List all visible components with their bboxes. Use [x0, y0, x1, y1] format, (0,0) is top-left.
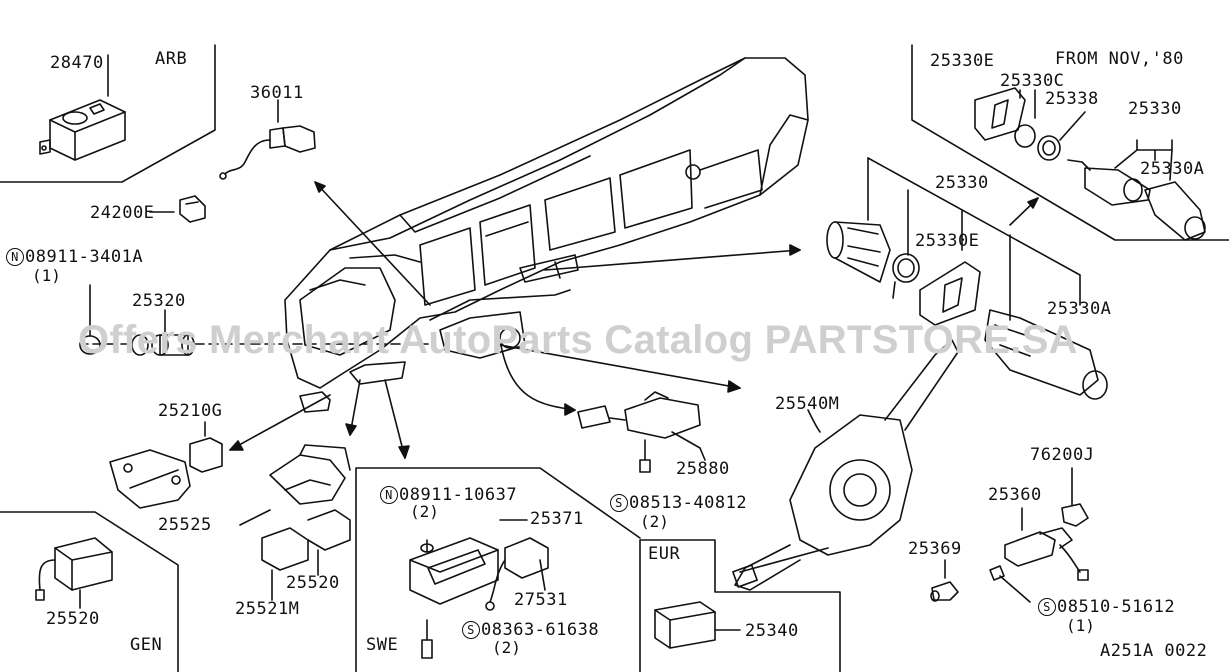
part-number-25330c: 25330C — [1000, 71, 1065, 91]
part-number-24200e: 24200E — [90, 203, 155, 223]
part-number-25330-top: 25330 — [1128, 99, 1182, 119]
part-number-25520-gen: 25520 — [46, 609, 100, 629]
section-label-swe: SWE — [366, 635, 399, 655]
clip-24200e — [149, 195, 206, 223]
clip-76200j — [1061, 467, 1089, 527]
quantity-08513-40812: (2) — [640, 512, 669, 531]
gen-frame — [0, 511, 179, 672]
relay-bracket-25210g — [109, 391, 331, 509]
figure-code: A251A 0022 — [1100, 641, 1208, 661]
sensor-36011 — [219, 99, 316, 180]
part-number-25320: 25320 — [132, 291, 186, 311]
arb-module-28470 — [39, 54, 126, 161]
part-number-27531: 27531 — [514, 590, 568, 610]
part-number-25880: 25880 — [676, 459, 730, 479]
section-label-gen: GEN — [130, 635, 163, 655]
switch-25371 — [409, 519, 528, 659]
part-number-28470: 28470 — [50, 53, 104, 73]
switch-25360 — [989, 507, 1089, 603]
s-mark-icon: S — [610, 494, 628, 512]
relays-25520-25521m — [261, 509, 351, 601]
s-mark-icon: S — [1038, 598, 1056, 616]
lighter-25330-mid — [826, 157, 1108, 400]
eur-frame — [639, 539, 841, 672]
lighter-25330-top — [974, 87, 1206, 241]
swe-frame — [355, 467, 641, 672]
combination-switch-25540m — [732, 339, 959, 591]
part-number-25330e-mid: 25330E — [915, 231, 980, 251]
switch-25340 — [654, 601, 741, 649]
relay-25520-gen — [35, 537, 113, 609]
quantity-08911-10637: (2) — [410, 502, 439, 521]
from-nov-frame — [911, 44, 1229, 241]
part-number-25371: 25371 — [530, 509, 584, 529]
part-number-25360: 25360 — [988, 485, 1042, 505]
quantity-08510-51612: (1) — [1066, 616, 1095, 635]
part-number-25520-relay: 25520 — [286, 573, 340, 593]
connector-27531 — [485, 537, 549, 611]
s-mark-icon: S — [462, 621, 480, 639]
part-number-25330-mid: 25330 — [935, 173, 989, 193]
section-label-arb: ARB — [155, 49, 188, 69]
part-number-25330e-top: 25330E — [930, 51, 995, 71]
part-number-36011: 36011 — [250, 83, 304, 103]
part-number-25210g: 25210G — [158, 401, 223, 421]
arb-frame — [0, 44, 216, 183]
quantity-08363-61638: (2) — [492, 638, 521, 657]
part-number-25340: 25340 — [745, 621, 799, 641]
watermark: Offers Merchant AutoParts Catalog PARTST… — [78, 318, 1078, 362]
quantity-08911-3401a: (1) — [32, 266, 61, 285]
switch-25320 — [131, 309, 195, 356]
n-mark-icon: N — [380, 486, 398, 504]
section-label-eur: EUR — [648, 544, 681, 564]
part-number-25521m: 25521M — [235, 599, 300, 619]
part-number-25338: 25338 — [1045, 89, 1099, 109]
part-number-25330a-top: 25330A — [1140, 159, 1205, 179]
part-number-25369: 25369 — [908, 539, 962, 559]
part-number-25330a-mid: 25330A — [1047, 299, 1112, 319]
section-label-from-nov: FROM NOV,'80 — [1055, 49, 1184, 69]
part-number-25540m: 25540M — [775, 394, 840, 414]
n-mark-icon: N — [6, 248, 24, 266]
switch-25369 — [930, 559, 959, 602]
switch-25880 — [577, 391, 706, 473]
part-number-76200j: 76200J — [1030, 445, 1095, 465]
nut-08911-3401a — [79, 284, 101, 355]
leader-arrows — [79, 181, 1039, 459]
part-number-25525: 25525 — [158, 515, 212, 535]
covers-25525 — [239, 444, 351, 526]
instrument-panel — [284, 57, 809, 389]
